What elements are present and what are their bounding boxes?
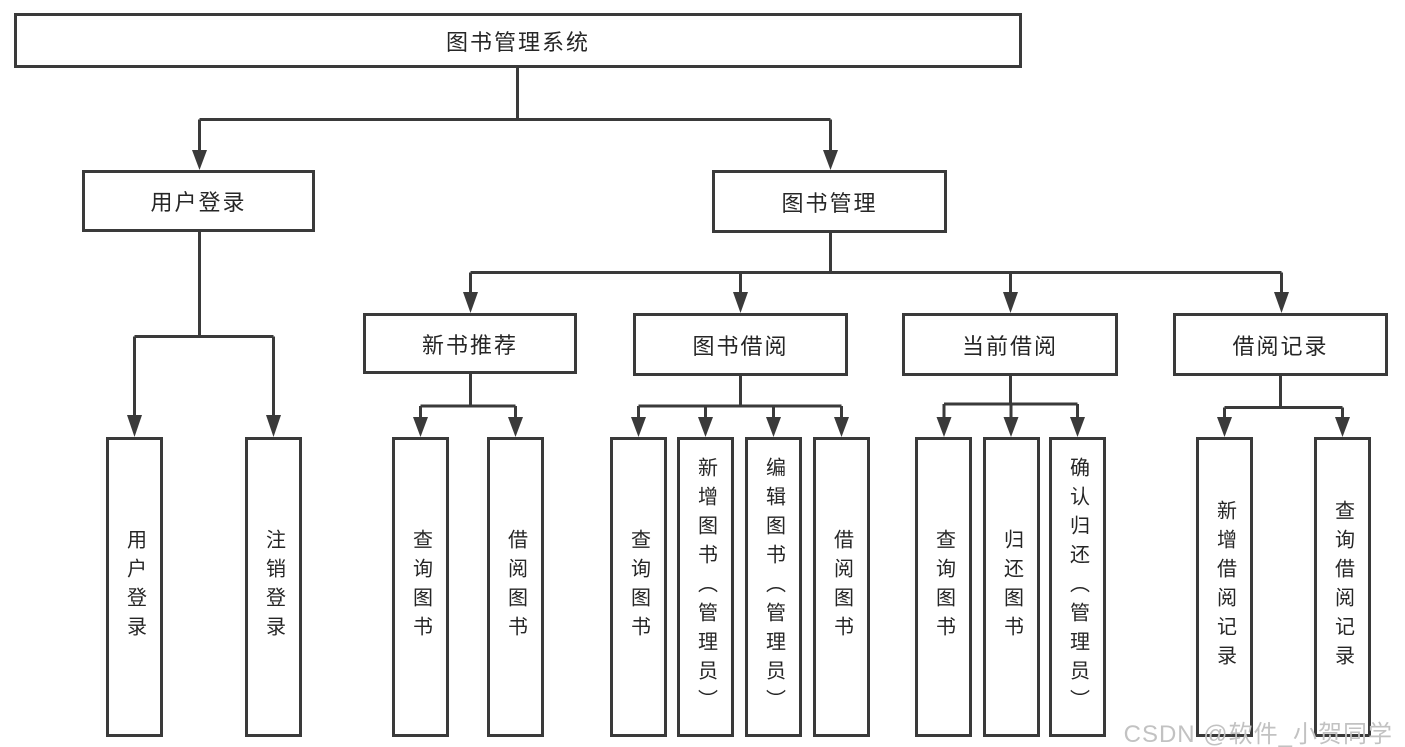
leaf-label: 查询图书: [627, 529, 650, 645]
node-label: 用户登录: [150, 190, 247, 215]
leaf-logout: 注销登录: [245, 437, 302, 737]
leaf-edit-books-admin: 编辑图书（管理员）: [745, 437, 802, 737]
leaf-add-books-admin: 新增图书（管理员）: [677, 437, 734, 737]
leaf-query-books-recommend: 查询图书: [392, 437, 449, 737]
node-root-system: 图书管理系统: [14, 13, 1022, 68]
leaf-label: 归还图书: [1000, 529, 1023, 645]
leaf-label: 新增借阅记录: [1213, 500, 1236, 674]
leaf-borrow-books-recommend: 借阅图书: [487, 437, 544, 737]
leaf-query-books-borrow: 查询图书: [610, 437, 667, 737]
leaf-label: 用户登录: [123, 529, 146, 645]
leaf-label: 借阅图书: [504, 529, 527, 645]
leaf-return-books: 归还图书: [983, 437, 1040, 737]
csdn-watermark: CSDN @软件_小贺同学: [1123, 721, 1393, 747]
leaf-user-login: 用户登录: [106, 437, 163, 737]
leaf-label: 查询图书: [932, 529, 955, 645]
leaf-confirm-return-admin: 确认归还（管理员）: [1049, 437, 1106, 737]
leaf-label: 注销登录: [262, 529, 285, 645]
node-label: 图书管理系统: [445, 29, 590, 55]
tree-edges: [133, 68, 1344, 419]
node-user-login: 用户登录: [82, 170, 315, 232]
leaf-label: 借阅图书: [830, 529, 853, 645]
leaf-query-books-current: 查询图书: [915, 437, 972, 737]
leaf-add-borrow-record: 新增借阅记录: [1196, 437, 1253, 737]
node-new-book-recommend: 新书推荐: [363, 313, 577, 374]
leaf-label: 确认归还（管理员）: [1066, 456, 1089, 718]
node-book-management: 图书管理: [712, 170, 947, 233]
arrowheads: [127, 150, 1350, 437]
node-label: 借阅记录: [1232, 333, 1329, 359]
node-borrow-record: 借阅记录: [1173, 313, 1388, 376]
leaf-label: 新增图书（管理员）: [694, 456, 717, 718]
node-label: 图书管理: [781, 190, 878, 216]
node-book-borrow: 图书借阅: [633, 313, 848, 376]
node-label: 新书推荐: [421, 332, 518, 358]
node-current-borrow: 当前借阅: [902, 313, 1118, 376]
leaf-label: 查询图书: [409, 529, 432, 645]
node-label: 图书借阅: [692, 333, 789, 359]
node-label: 当前借阅: [961, 333, 1058, 359]
leaf-query-borrow-record: 查询借阅记录: [1314, 437, 1371, 737]
leaf-label: 查询借阅记录: [1331, 500, 1354, 674]
leaf-borrow-books: 借阅图书: [813, 437, 870, 737]
leaf-label: 编辑图书（管理员）: [762, 456, 785, 718]
